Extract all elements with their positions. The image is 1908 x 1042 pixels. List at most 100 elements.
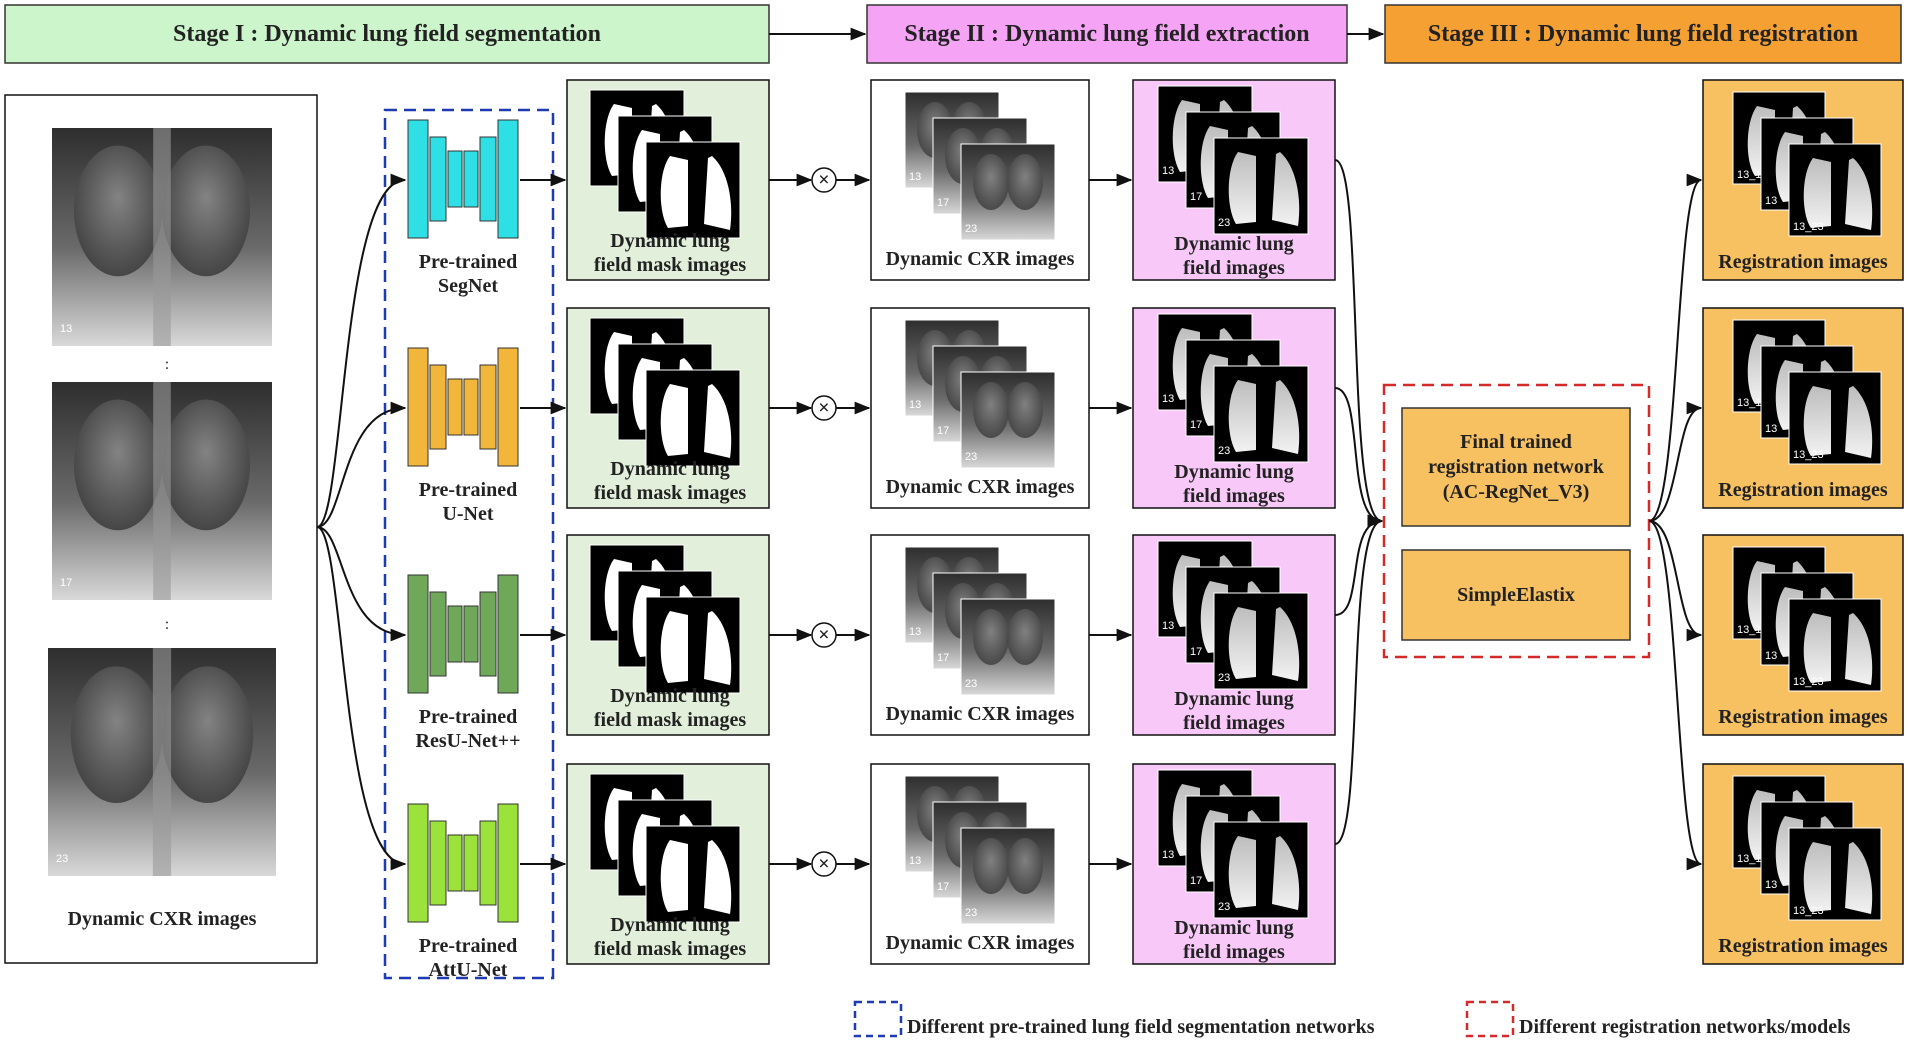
frame-number: 17 — [60, 577, 72, 589]
network-layer-block — [463, 834, 479, 892]
network-layer-block — [447, 834, 463, 892]
network-layer-block — [407, 574, 429, 694]
xray-lung-left — [70, 666, 162, 804]
network-layer-block — [497, 119, 519, 239]
extracted-to-registration-arrow — [1334, 514, 1384, 616]
legend-seg-label: Different pre-trained lung field segment… — [907, 1016, 1375, 1038]
extracted-lung-right — [1272, 152, 1300, 226]
network-layer-block — [407, 803, 429, 923]
input-cxr-image: 23 — [48, 648, 276, 876]
stack-number: 13 — [909, 626, 921, 638]
mask-lung-right — [704, 611, 732, 685]
registration-to-output-arrow — [1648, 520, 1703, 642]
network-layer-block — [497, 803, 519, 923]
extracted-lung-right — [1272, 380, 1300, 454]
output-panel-label: Registration images — [1718, 935, 1888, 957]
output-number: 13 — [1765, 879, 1777, 891]
output-number: 13_1 — [1737, 853, 1761, 865]
xray-lung-right — [162, 145, 250, 277]
input-cxr-image: 17 — [52, 382, 272, 600]
stack-number: 17 — [937, 881, 949, 893]
cxr-panel-label: Dynamic CXR images — [886, 476, 1075, 498]
stack-number: 23 — [965, 907, 977, 919]
mask-label-line-2: field mask images — [594, 709, 746, 731]
network-layer-block — [497, 574, 519, 694]
output-number: 13_23 — [1793, 449, 1824, 461]
network-label-line-1: Pre-trained — [419, 935, 518, 957]
extracted-lung-left — [1228, 607, 1256, 679]
input-to-network-arrow — [316, 526, 407, 871]
output-lung-right — [1845, 613, 1873, 685]
mask-label-line-2: field mask images — [594, 938, 746, 960]
cxr-lung-left — [973, 382, 1009, 438]
cxr-lung-right — [1007, 382, 1043, 438]
network-label-line-1: Pre-trained — [419, 479, 518, 501]
mask-lung-left — [660, 611, 688, 683]
xray-lung-right — [162, 666, 254, 804]
registration-to-output-arrow — [1648, 520, 1703, 871]
output-number: 13_23 — [1793, 676, 1824, 688]
output-panel-label: Registration images — [1718, 479, 1888, 501]
cxr-lung-right — [1007, 609, 1043, 665]
network-layer-block — [429, 364, 447, 450]
stack-number: 17 — [937, 652, 949, 664]
cxr-panel-label: Dynamic CXR images — [886, 248, 1075, 270]
acregnet-line-2: registration network — [1428, 456, 1605, 478]
output-number: 13_23 — [1793, 221, 1824, 233]
cxr-lung-right — [1007, 154, 1043, 210]
mask-label-line-2: field mask images — [594, 482, 746, 504]
network-layer-block — [447, 378, 463, 436]
network-label-line-2: AttU-Net — [429, 959, 508, 981]
stage-headers: Stage I : Dynamic lung field segmentatio… — [4, 4, 1902, 64]
mask-lung-right — [704, 156, 732, 230]
mask-label-line-1: Dynamic lung — [610, 685, 729, 707]
multiply-symbol: × — [818, 397, 829, 419]
registration-models-group: Final trained registration network (AC-R… — [1382, 383, 1651, 659]
cxr-panel-label: Dynamic CXR images — [886, 932, 1075, 954]
output-lung-left — [1803, 386, 1831, 456]
cxr-lung-left — [973, 154, 1009, 210]
input-ellipsis-2: : — [165, 616, 169, 633]
network-layer-block — [463, 150, 479, 208]
stack-number: 17 — [937, 197, 949, 209]
extracted-label-line-2: field images — [1183, 941, 1285, 963]
stack-number: 13 — [1162, 393, 1174, 405]
xray-spine — [153, 128, 171, 346]
mask-lung-left — [660, 384, 688, 456]
stack-number: 23 — [965, 678, 977, 690]
mask-label-line-1: Dynamic lung — [610, 230, 729, 252]
output-lung-left — [1803, 158, 1831, 228]
stack-number: 13 — [1162, 620, 1174, 632]
extracted-label-line-1: Dynamic lung — [1174, 917, 1293, 939]
extracted-lung-left — [1228, 152, 1256, 224]
network-layer-block — [479, 591, 497, 677]
stack-number: 13 — [909, 399, 921, 411]
network-layer-block — [429, 820, 447, 906]
mask-lung-right — [704, 840, 732, 914]
acregnet-box — [1401, 407, 1631, 527]
acregnet-line-1: Final trained — [1460, 431, 1572, 453]
output-number: 13_1 — [1737, 397, 1761, 409]
legend-reg-label: Different registration networks/models — [1519, 1016, 1851, 1038]
output-lung-right — [1845, 842, 1873, 914]
network-layer-block — [479, 364, 497, 450]
output-panel-label: Registration images — [1718, 251, 1888, 273]
mask-label-line-2: field mask images — [594, 254, 746, 276]
cxr-lung-right — [1007, 838, 1043, 894]
multiply-symbol: × — [818, 853, 829, 875]
registration-to-output-arrow — [1648, 401, 1703, 522]
stack-number: 17 — [1190, 875, 1202, 887]
stack-number: 13 — [909, 171, 921, 183]
segmentation-networks-group — [383, 108, 555, 980]
stack-number: 23 — [965, 451, 977, 463]
extracted-lung-left — [1228, 380, 1256, 452]
